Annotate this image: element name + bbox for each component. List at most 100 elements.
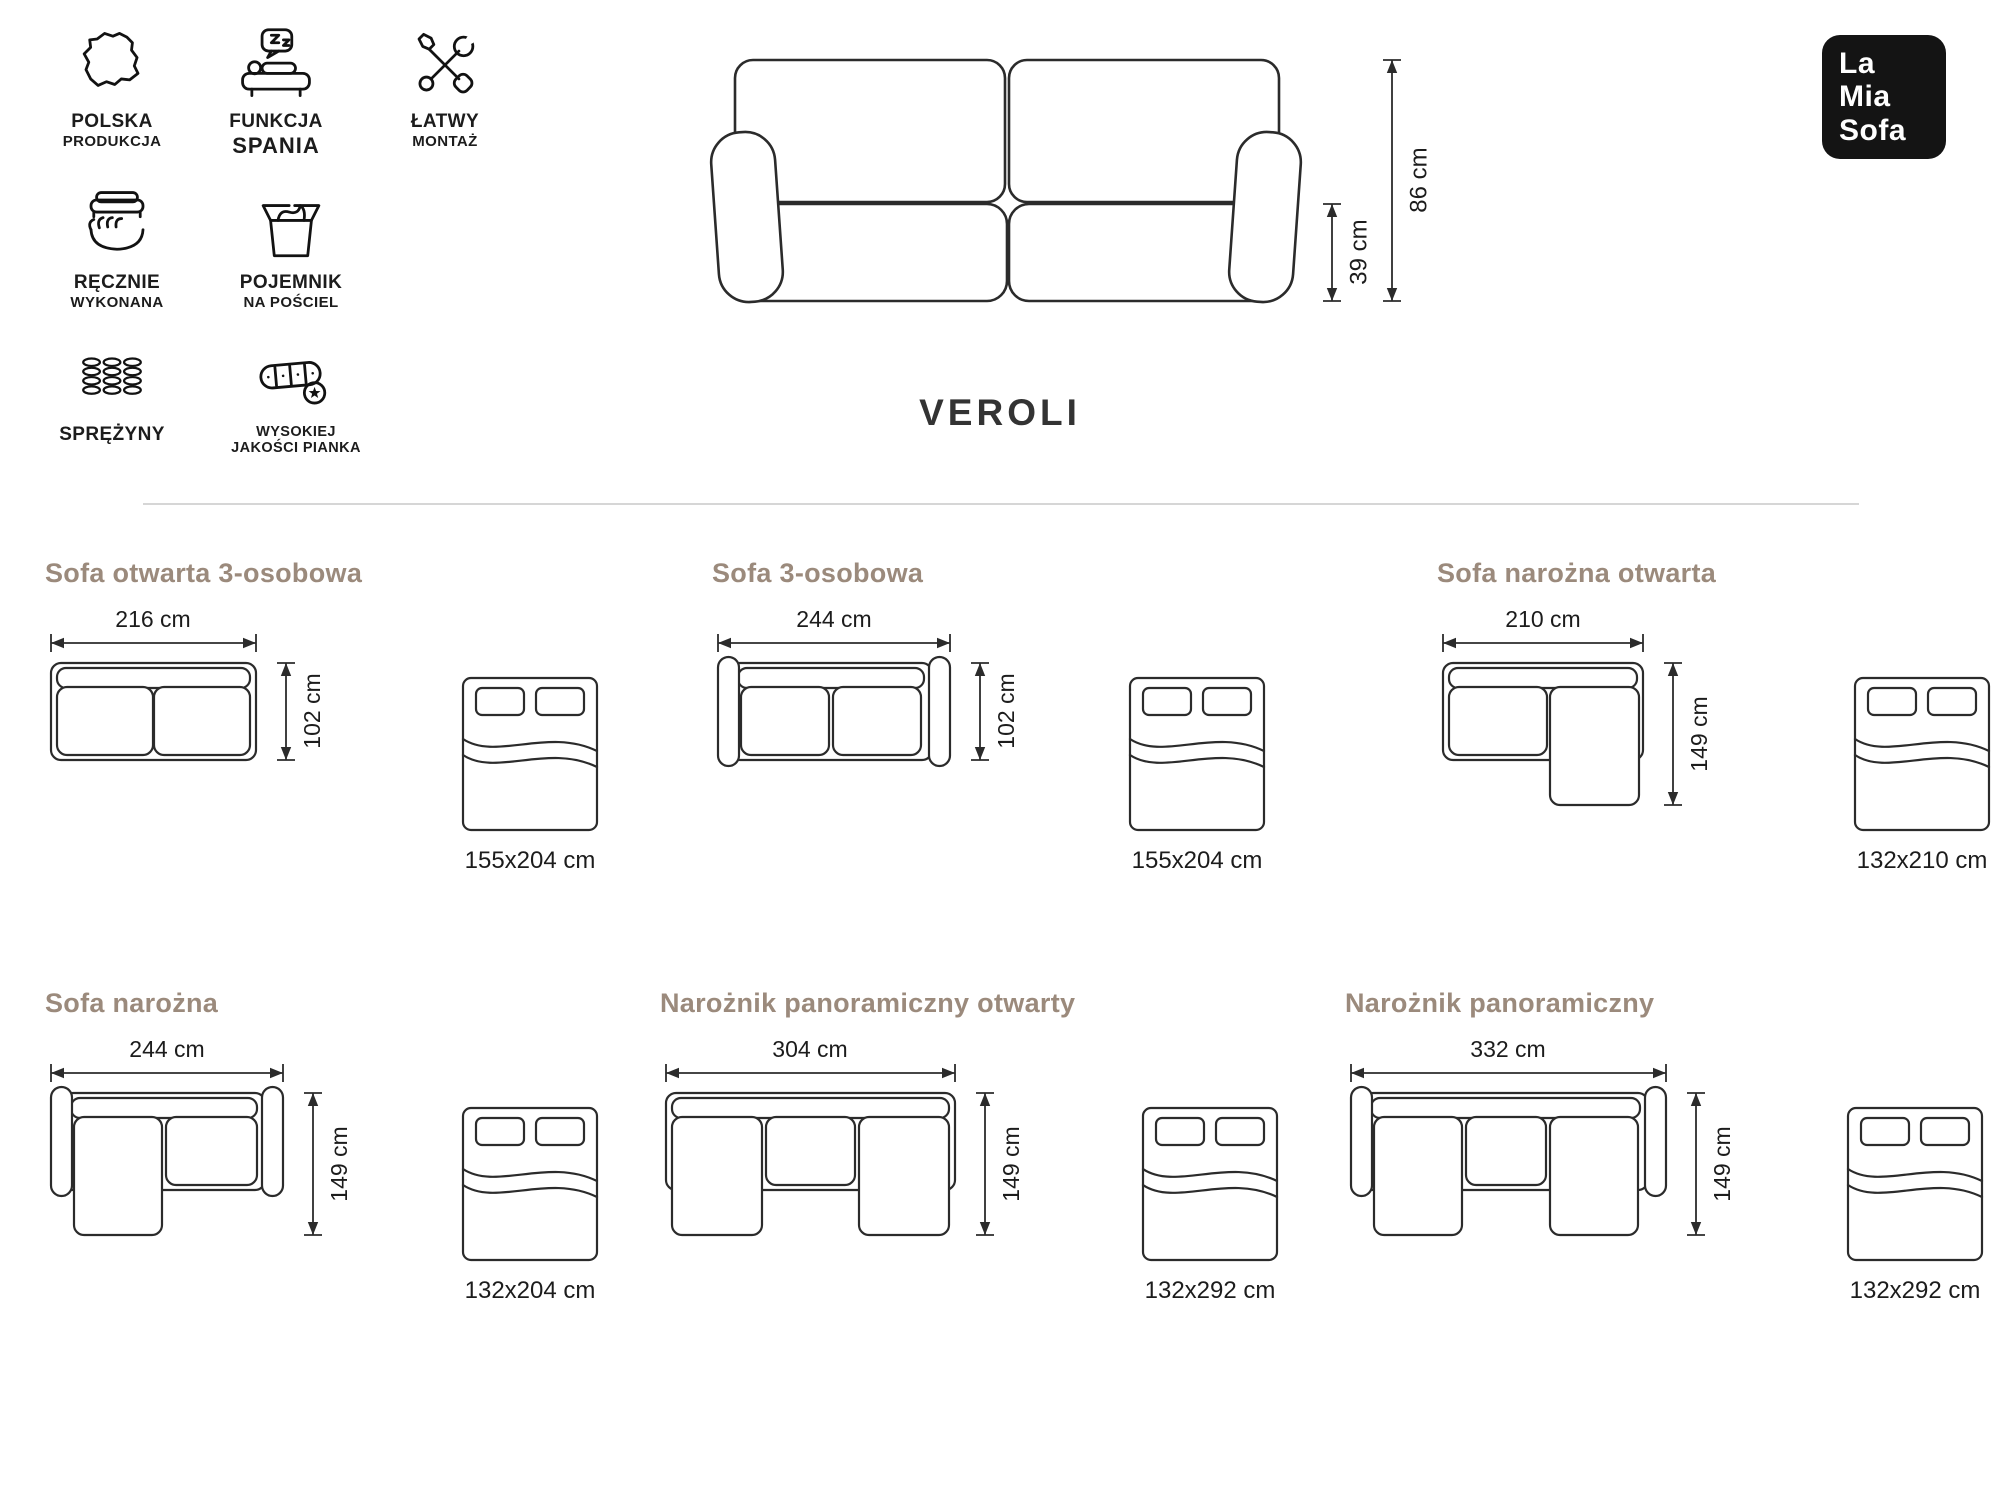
bed-block: 132x210 cm: [1847, 675, 1997, 875]
product-title: VEROLI: [919, 392, 1081, 433]
depth-arrow: [971, 662, 989, 761]
width-arrow: [50, 634, 257, 652]
variant-title: Sofa narożna: [45, 988, 219, 1018]
bed-size-label: 132x292 cm: [1144, 1277, 1276, 1304]
height-dimension: 86 cm: [1405, 147, 1432, 212]
feature-sublabel: WYKONANA: [70, 294, 164, 311]
variant-diagram: 216 cm: [45, 605, 605, 875]
depth-dimension: 149 cm: [998, 1126, 1024, 1201]
sofa-top-view: 332 cm: [1349, 1036, 1735, 1237]
depth-arrow: [1664, 662, 1682, 806]
bed-top-view-icon: [1853, 676, 1991, 832]
sofa-top-view: 216 cm: [49, 606, 325, 762]
variant-title: Narożnik panoramiczny otwarty: [660, 988, 1076, 1018]
variant-title: Sofa otwarta 3-osobowa: [45, 558, 363, 588]
width-dimension: 244 cm: [129, 1036, 204, 1062]
bed-top-view-icon: [461, 1106, 599, 1262]
sofa-shape: [716, 655, 952, 768]
sofa-top-view: 304 cm: [664, 1036, 1024, 1237]
easy-assembly-icon: [417, 27, 483, 94]
width-dimension: 332 cm: [1470, 1036, 1545, 1062]
foam-quality-icon: [259, 361, 327, 405]
seat-height-arrow: [1323, 203, 1341, 302]
depth-dimension: 102 cm: [993, 673, 1019, 748]
brand-logo-line: La: [1839, 46, 1876, 80]
bed-block: 155x204 cm: [1122, 675, 1272, 875]
sofa-top-view: 244 cm: [49, 1036, 352, 1237]
bed-size-label: 132x292 cm: [1849, 1277, 1981, 1304]
feature-label: RĘCZNIE: [73, 272, 161, 293]
variant-diagram: 244 cm: [712, 605, 1272, 875]
sofa-front-shape: [709, 58, 1303, 304]
variant-card-panoramiczny-otwarty: Narożnik panoramiczny otwarty 304 cm: [660, 988, 1285, 1305]
bed-block: 132x204 cm: [455, 1105, 605, 1305]
depth-arrow: [277, 662, 295, 761]
variant-diagram: 304 cm: [660, 1035, 1285, 1305]
bed-top-view-icon: [1141, 1106, 1279, 1262]
width-dimension: 304 cm: [772, 1036, 847, 1062]
brand-logo-line: Sofa: [1839, 113, 1907, 147]
variant-card-panoramiczny: Narożnik panoramiczny 332 cm: [1345, 988, 1990, 1305]
feature-sublabel: SPANIA: [232, 133, 320, 158]
features-row-1: POLSKA PRODUKCJA FUNKCJA SPANIA: [42, 26, 520, 159]
feature-recznie-wykonana: RĘCZNIE WYKONANA: [42, 187, 192, 311]
width-arrow: [717, 634, 951, 652]
feature-sublabel: MONTAŻ: [412, 133, 478, 150]
feature-label: WYSOKIEJ: [256, 424, 336, 440]
variant-card-sofa-otwarta: Sofa otwarta 3-osobowa 216 cm: [45, 558, 605, 875]
bed-block: 132x292 cm: [1840, 1105, 1990, 1305]
variant-diagram: 332 cm: [1345, 1035, 1990, 1305]
depth-arrow: [304, 1092, 322, 1236]
sofa-shape: [49, 1085, 285, 1237]
feature-label: ŁATWY: [410, 111, 480, 132]
bed-block: 132x292 cm: [1135, 1105, 1285, 1305]
feature-funkcja-spania: FUNKCJA SPANIA: [196, 26, 356, 159]
depth-arrow: [1687, 1092, 1705, 1236]
feature-label: SPRĘŻYNY: [59, 424, 165, 445]
bed-block: 155x204 cm: [455, 675, 605, 875]
feature-polska-produkcja: POLSKA PRODUKCJA: [42, 26, 182, 150]
sofa-top-view: 244 cm: [716, 606, 1019, 768]
sofa-front-view-diagram: 39 cm 86 cm: [709, 58, 1432, 304]
handmade-icon: [88, 191, 145, 251]
features-row-2: RĘCZNIE WYKONANA POJEMNIK NA POŚCIEL: [42, 187, 520, 311]
depth-dimension: 102 cm: [299, 673, 325, 748]
sofa-shape: [1441, 661, 1645, 807]
feature-sublabel: PRODUKCJA: [62, 133, 162, 150]
feature-sprezyny: SPRĘŻYNY: [42, 339, 182, 446]
brand-logo-line: Mia: [1839, 80, 1891, 114]
width-arrow: [665, 1064, 956, 1082]
sofa-shape: [49, 661, 258, 762]
feature-label: FUNKCJA: [229, 111, 323, 132]
width-arrow: [50, 1064, 284, 1082]
poland-map-icon: [82, 32, 140, 87]
feature-label: POLSKA: [71, 111, 153, 132]
width-dimension: 210 cm: [1505, 606, 1580, 632]
feature-sublabel: JAKOŚCI PIANKA: [231, 440, 361, 456]
sofa-top-view: 210 cm: [1441, 606, 1712, 807]
brand-logo: La Mia Sofa: [1822, 35, 1946, 159]
feature-wysokiej-jakosci-pianka: WYSOKIEJ JAKOŚCI PIANKA: [196, 339, 396, 456]
feature-sublabel: NA POŚCIEL: [243, 294, 339, 311]
bed-top-view-icon: [461, 676, 599, 832]
features-row-3: SPRĘŻYNY WYSOKIEJ JAK: [42, 339, 520, 456]
feature-label: POJEMNIK: [239, 272, 343, 293]
variant-card-narozna-otwarta: Sofa narożna otwarta 210 cm: [1437, 558, 1997, 875]
variant-title: Narożnik panoramiczny: [1345, 988, 1655, 1018]
section-divider: [143, 503, 1859, 505]
sofa-shape: [1349, 1085, 1668, 1237]
feature-pojemnik-na-posciel: POJEMNIK NA POŚCIEL: [206, 187, 376, 311]
variant-diagram: 210 cm: [1437, 605, 1997, 875]
width-arrow: [1350, 1064, 1667, 1082]
bedding-storage-icon: [261, 204, 321, 258]
seat-height-dimension: 39 cm: [1345, 219, 1372, 284]
depth-dimension: 149 cm: [1686, 696, 1712, 771]
width-arrow: [1442, 634, 1644, 652]
bed-size-label: 132x210 cm: [1856, 847, 1988, 874]
springs-icon: [82, 357, 142, 395]
features-block: POLSKA PRODUKCJA FUNKCJA SPANIA: [42, 26, 520, 456]
variant-card-narozna: Sofa narożna 244 cm: [45, 988, 605, 1305]
variant-card-sofa-3-osobowa: Sofa 3-osobowa 244 cm: [712, 558, 1272, 875]
depth-dimension: 149 cm: [326, 1126, 352, 1201]
